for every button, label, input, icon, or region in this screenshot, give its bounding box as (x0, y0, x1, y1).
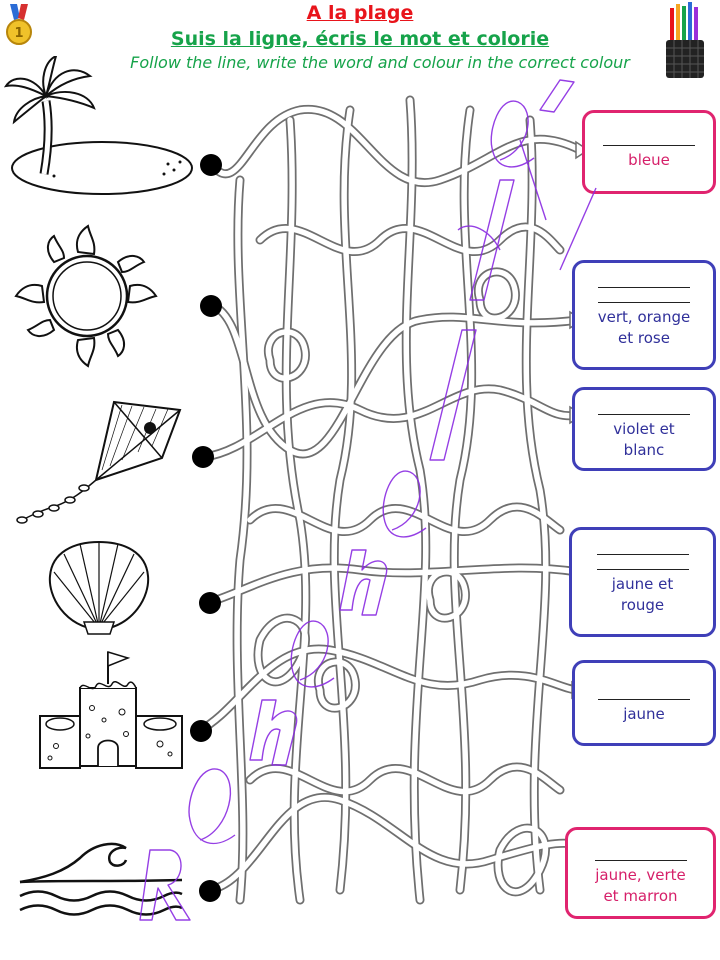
seashell-icon (48, 540, 150, 635)
color-hint: jaune et (611, 575, 674, 593)
start-dot-sun (200, 295, 222, 317)
start-dot-waves (199, 880, 221, 902)
answer-box-3: violet et blanc (572, 387, 716, 471)
start-dot-kite (192, 446, 214, 468)
start-dot-sandcastle (190, 720, 212, 742)
kite-icon (16, 400, 182, 524)
sun-icon (14, 224, 158, 368)
color-hint: jaune (623, 705, 665, 723)
color-hint: violet et (613, 420, 675, 438)
palm-tree-island-icon (4, 56, 193, 195)
sandcastle-icon (39, 650, 183, 769)
pencil-cup-icon (666, 2, 704, 78)
svg-text:1: 1 (14, 26, 23, 41)
write-line[interactable] (596, 559, 689, 570)
answer-box-4: jaune et rouge (569, 527, 716, 637)
color-hint: bleue (628, 151, 670, 169)
page-title: A la plage (306, 2, 414, 24)
answer-box-5: jaune (572, 660, 716, 746)
color-hint: vert, orange (597, 308, 691, 326)
write-line[interactable] (594, 850, 687, 861)
medal-icon: 1 (6, 4, 32, 45)
write-line[interactable] (598, 404, 690, 415)
write-line[interactable] (598, 689, 690, 700)
write-line[interactable] (598, 277, 690, 288)
answer-box-6: jaune, verte et marron (565, 827, 716, 919)
color-hint: jaune, verte (595, 866, 686, 884)
instruction-text: Follow the line, write the word and colo… (130, 53, 630, 72)
start-dot-shell (199, 592, 221, 614)
answer-box-2: vert, orange et rose (572, 260, 716, 370)
page-subtitle: Suis la ligne, écris le mot et colorie (170, 28, 550, 50)
color-hint: blanc (623, 441, 665, 459)
answer-box-1: bleue (582, 110, 716, 194)
color-hint: rouge (620, 596, 665, 614)
color-hint: et rose (618, 329, 670, 347)
write-line[interactable] (603, 135, 695, 146)
write-line[interactable] (598, 292, 690, 303)
write-line[interactable] (596, 544, 689, 555)
start-dot-palm (200, 154, 222, 176)
color-hint: et marron (603, 887, 678, 905)
